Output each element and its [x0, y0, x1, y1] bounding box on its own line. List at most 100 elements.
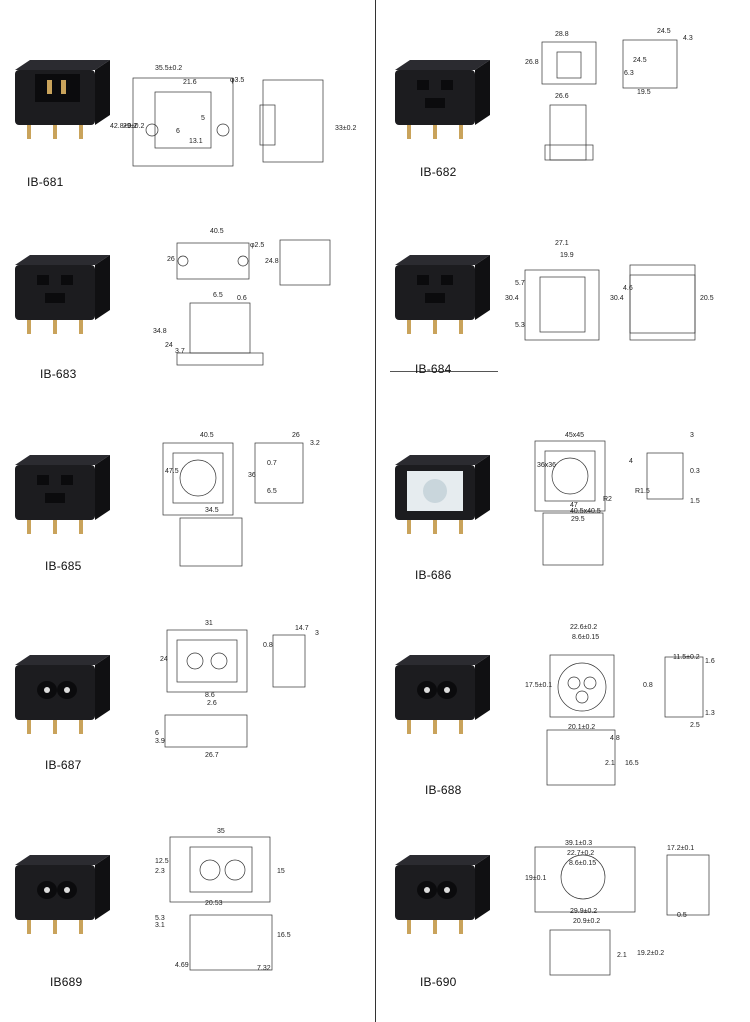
dimension-label: 1.6: [705, 658, 715, 665]
dimension-label: 6: [155, 730, 159, 737]
product-photo: [15, 255, 110, 334]
dimension-label: 47.5: [165, 468, 179, 475]
dimension-label: 40.5: [210, 228, 224, 235]
product-photo: [395, 255, 490, 334]
model-number: IB-687: [45, 758, 82, 772]
dimension-label: 6.3: [624, 70, 634, 77]
dimension-label: 26: [292, 432, 300, 439]
product-photo: [395, 455, 490, 534]
dimension-label: 19.2±0.2: [637, 950, 664, 957]
technical-drawing: [162, 442, 304, 567]
dimension-label: φ2.5: [250, 242, 264, 249]
dimension-label: φ3.5: [230, 77, 244, 84]
dimension-label: 0.7: [267, 460, 277, 467]
dimension-label: 28.8: [555, 31, 569, 38]
dimension-label: 30.4: [610, 295, 624, 302]
dimension-label: 29.9±0.2: [570, 908, 597, 915]
dimension-label: 36: [248, 472, 256, 479]
dimension-label: 11.5±0.2: [673, 654, 700, 661]
dimension-label: 20.53: [205, 900, 223, 907]
model-number: IB-686: [415, 568, 452, 582]
product-figure: 27.119.95.730.45.330.44.620.5: [395, 240, 714, 341]
dimension-label: 3.9: [155, 738, 165, 745]
dimension-label: 24.8: [265, 258, 279, 265]
dimension-label: 2.5: [690, 722, 700, 729]
product-photo: [15, 655, 110, 734]
dimension-label: 0.3: [690, 468, 700, 475]
dimension-label: 22.7±0.2: [567, 850, 594, 857]
technical-drawing: [534, 440, 684, 566]
dimension-label: 4.69: [175, 962, 189, 969]
technical-drawing: [534, 846, 710, 976]
dimension-label: 4.8: [610, 735, 620, 742]
dimension-label: 12.5: [155, 858, 169, 865]
dimension-label: 2.3: [155, 868, 165, 875]
dimension-label: 26.7: [205, 752, 219, 759]
dimension-label: 8.6±0.15: [569, 860, 596, 867]
dimension-label: 4.6: [623, 285, 633, 292]
dimension-label: 26: [167, 256, 175, 263]
model-number: IB-688: [425, 783, 462, 797]
dimension-label: 3.2: [310, 440, 320, 447]
dimension-label: 8.6: [205, 692, 215, 699]
technical-drawing: [176, 239, 331, 366]
dimension-label: 13.1: [189, 138, 203, 145]
dimension-label: 35.5±0.2: [155, 65, 182, 72]
dimension-label: 5.7: [515, 280, 525, 287]
dimension-label: 6.5: [213, 292, 223, 299]
dimension-label: 6: [176, 128, 180, 135]
dimension-label: 20.1±0.2: [568, 724, 595, 731]
dimension-label: 0.5: [677, 912, 687, 919]
dimension-label: 34.8: [153, 328, 167, 335]
dimension-label: 29.5: [571, 516, 585, 523]
dimension-label: 26.6: [555, 93, 569, 100]
dimension-label: 33±0.2: [335, 125, 356, 132]
dimension-label: 20.9±0.2: [573, 918, 600, 925]
technical-drawing: [164, 629, 306, 748]
dimension-label: 5: [201, 115, 205, 122]
model-number: IB-682: [420, 165, 457, 179]
technical-drawing: [169, 836, 273, 971]
dimension-label: 39.1±0.3: [565, 840, 592, 847]
dimension-label: 21.6: [183, 79, 197, 86]
dimension-label: 3.1: [155, 922, 165, 929]
dimension-label: 34.5: [205, 507, 219, 514]
technical-drawing: [541, 39, 678, 161]
model-number: IB689: [50, 975, 83, 989]
product-photo: [15, 60, 110, 139]
dimension-label: 19.5: [637, 89, 651, 96]
dimension-label: 24: [165, 342, 173, 349]
dimension-label: 6.5: [267, 488, 277, 495]
dimension-label: 0.8: [643, 682, 653, 689]
dimension-label: 4.3: [683, 35, 693, 42]
product-photo: [395, 60, 490, 139]
dimension-label: 3.7: [175, 348, 185, 355]
dimension-label: 20.5: [700, 295, 714, 302]
model-number: IB-685: [45, 559, 82, 573]
dimension-label: 30.4: [505, 295, 519, 302]
model-number: IB-683: [40, 367, 77, 381]
dimension-label: 2.1: [605, 760, 615, 767]
dimension-label: 40.5x40.5: [570, 508, 601, 515]
model-number: IB-684: [415, 362, 452, 376]
dimension-label: 42.8±0.2: [110, 123, 137, 130]
dimension-label: 2.6: [207, 700, 217, 707]
dimension-label: 19±0.1: [525, 875, 546, 882]
dimension-label: 1.5: [690, 498, 700, 505]
dimension-label: 35: [217, 828, 225, 835]
model-number: IB-681: [27, 175, 64, 189]
dimension-label: 24.5: [657, 28, 671, 35]
dimension-label: 24: [160, 656, 168, 663]
dimension-label: 15: [277, 868, 285, 875]
technical-drawing: [546, 654, 704, 786]
dimension-label: 14.7: [295, 625, 309, 632]
